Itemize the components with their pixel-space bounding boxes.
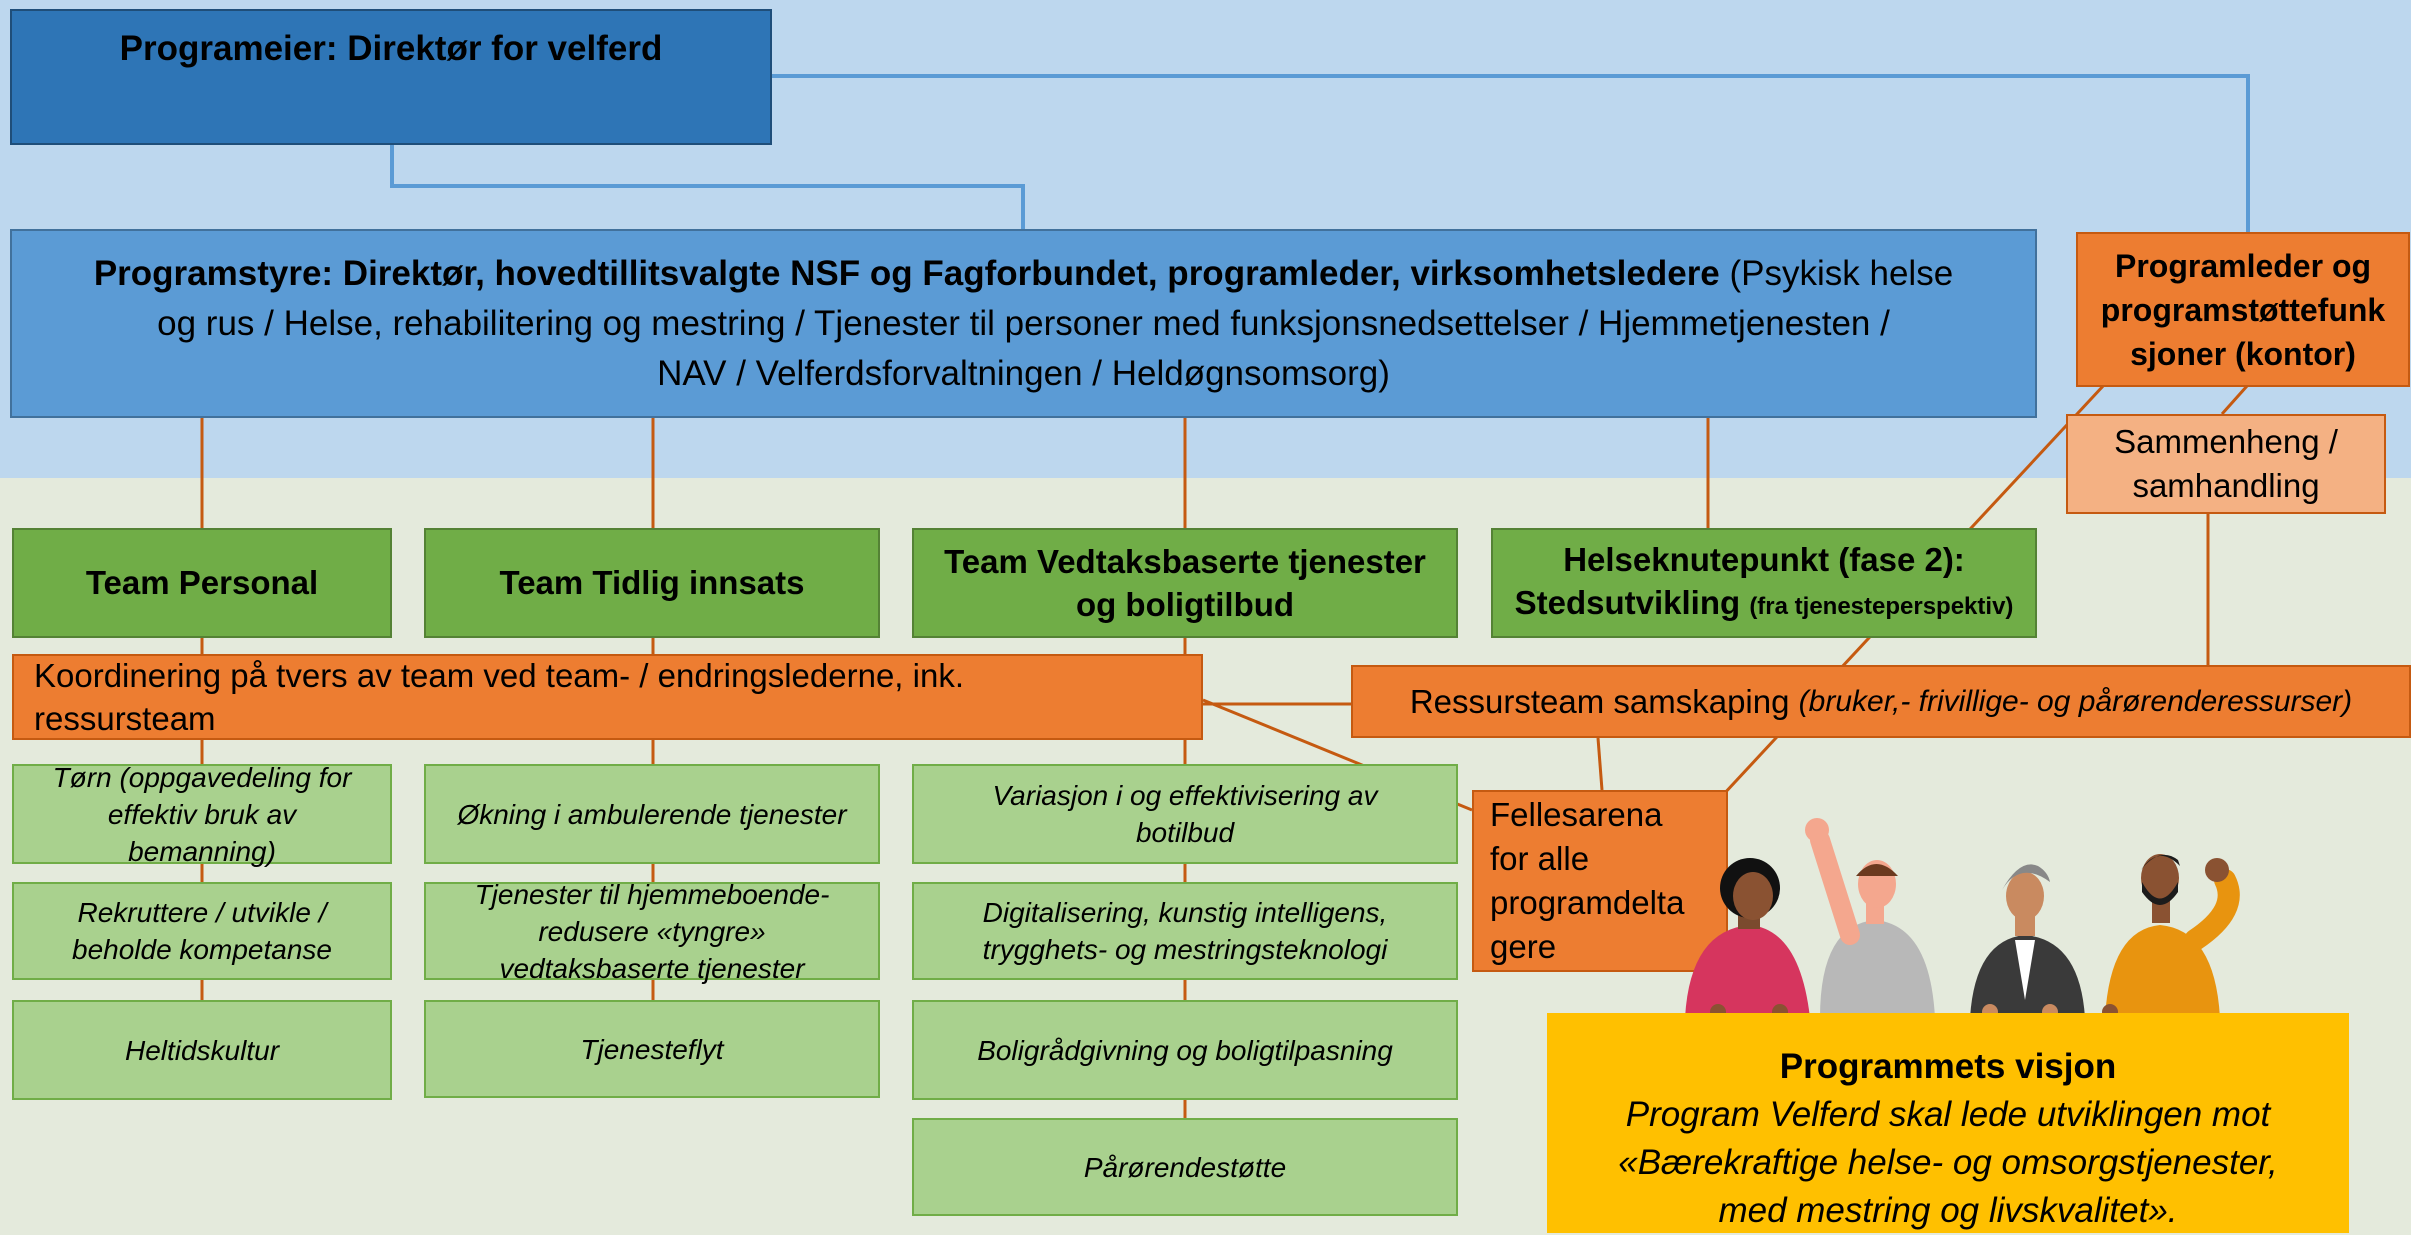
team-hub-small: (fra tjenesteperspektiv) — [1749, 593, 2014, 620]
vision-title: Programmets visjon — [1779, 1047, 2117, 1086]
coordination-box: Koordinering på tvers av team ved team- … — [12, 654, 1203, 740]
team-personal-box: Team Personal — [12, 528, 392, 638]
person-grey-hair-icon — [1970, 864, 2085, 1018]
team-early-label: Team Tidlig innsats — [499, 564, 805, 601]
decision-item-3: Boligrådgivning og boligtilpasning — [912, 1000, 1458, 1100]
team-hub-box: Helseknutepunkt (fase 2): Stedsutvikling… — [1491, 528, 2037, 638]
shared-arena-line1: Fellesarena — [1490, 796, 1663, 833]
early-item-3: Tjenesteflyt — [424, 1000, 880, 1098]
program-manager-line3: sjoner (kontor) — [2130, 335, 2356, 372]
owner-to-manager-connector — [772, 74, 2250, 232]
program-manager-line2: programstøttefunk — [2100, 291, 2386, 328]
early-item-1: Økning i ambulerende tjenester — [424, 764, 880, 864]
decision-item-2-l1: Digitalisering, kunstig intelligens, — [982, 897, 1388, 928]
shared-arena-line3: programdelta — [1490, 884, 1685, 921]
person-raised-fist-icon — [1805, 818, 1935, 1018]
program-board-line1: Programstyre: Direktør, hovedtillitsvalg… — [94, 249, 1953, 299]
vision-line2: «Bærekraftige helse- og omsorgstjenester… — [1618, 1143, 2278, 1182]
program-manager-line1: Programleder og — [2114, 247, 2372, 284]
vision-box: Programmets visjon Program Velferd skal … — [1547, 1013, 2349, 1233]
team-early-box: Team Tidlig innsats — [424, 528, 880, 638]
person-woman-icon — [1685, 858, 1810, 1018]
program-board-box: Programstyre: Direktør, hovedtillitsvalg… — [10, 229, 2037, 418]
team-decision-box: Team Vedtaksbaserte tjenester og boligti… — [912, 528, 1458, 638]
program-board-bold: Programstyre: Direktør, hovedtillitsvalg… — [93, 253, 1720, 293]
decision-item-2: Digitalisering, kunstig intelligens, try… — [912, 882, 1458, 980]
decision-item-2-l2: trygghets- og mestringsteknologi — [982, 934, 1388, 965]
shared-arena-line4: gere — [1490, 928, 1557, 965]
program-manager-box: Programleder og programstøttefunk sjoner… — [2076, 232, 2410, 387]
early-item-2-l1: Tjenester til hjemmeboende- — [474, 878, 830, 910]
decision-item-3-l1: Boligrådgivning og boligtilpasning — [977, 1034, 1393, 1066]
personal-item-1-l3: bemanning) — [128, 835, 276, 867]
team-decision-line2: og boligtilbud — [1075, 586, 1295, 623]
program-owner-box: Programeier: Direktør for velferd — [10, 9, 772, 145]
personal-item-1-l2: effektiv bruk av — [107, 798, 297, 830]
vision-line3: med mestring og livskvalitet». — [1718, 1191, 2178, 1230]
decision-item-4: Pårørendestøtte — [912, 1118, 1458, 1216]
coherence-line2: samhandling — [2132, 467, 2320, 504]
program-owner-label: Programeier: Direktør for velferd — [119, 29, 663, 68]
personal-item-2-l1: Rekruttere / utvikle / — [77, 897, 327, 928]
personal-item-3-l1: Heltidskultur — [124, 1034, 280, 1066]
coordination-line2: ressursteam — [34, 700, 216, 737]
person-beard-icon — [2105, 854, 2240, 1018]
owner-to-board-connector — [390, 145, 1025, 229]
decision-item-1-l2: botilbud — [1135, 817, 1235, 848]
team-hub-line2-main: Stedsutvikling — [1514, 584, 1741, 621]
coherence-box: Sammenheng / samhandling — [2066, 414, 2386, 514]
early-item-2-l2: redusere «tyngre» — [538, 915, 766, 947]
program-board-line1-rest: (Psykisk helse — [1719, 253, 1954, 293]
coherence-line1: Sammenheng / — [2114, 423, 2338, 460]
personal-item-3: Heltidskultur — [12, 1000, 392, 1100]
manager-to-coherence-connector — [2220, 385, 2249, 415]
decision-item-1-l1: Variasjon i og effektivisering av — [992, 780, 1378, 811]
program-board-line2: og rus / Helse, rehabilitering og mestri… — [157, 303, 1890, 343]
people-illustration — [1685, 818, 2240, 1020]
early-item-3-l1: Tjenesteflyt — [580, 1033, 724, 1065]
early-item-2-l3: vedtaksbaserte tjenester — [499, 952, 805, 984]
personal-item-2-l2: beholde kompetanse — [72, 934, 332, 965]
team-hub-line2: Stedsutvikling (fra tjenesteperspektiv) — [1515, 581, 2014, 628]
team-decision-line1: Team Vedtaksbaserte tjenester — [944, 543, 1426, 580]
personal-item-2: Rekruttere / utvikle / beholde kompetans… — [12, 882, 392, 980]
vision-line1: Program Velferd skal lede utviklingen mo… — [1625, 1095, 2271, 1134]
coordination-line1: Koordinering på tvers av team ved team- … — [34, 657, 964, 694]
resource-team-italic: (bruker,- frivillige- og pårørenderessur… — [1798, 684, 2353, 718]
decision-item-4-l1: Pårørendestøtte — [1083, 1151, 1287, 1183]
resource-to-arena-connector — [1596, 737, 1604, 791]
early-item-1-l1: Økning i ambulerende tjenester — [457, 798, 847, 830]
decision-item-1: Variasjon i og effektivisering av botilb… — [912, 764, 1458, 864]
personal-item-1: Tørn (oppgavedeling for effektiv bruk av… — [12, 762, 392, 867]
personal-item-1-l1: Tørn (oppgavedeling for — [52, 761, 352, 793]
program-board-line3: NAV / Velferdsforvaltningen / Heldøgnsom… — [657, 353, 1390, 393]
resource-team-text: Ressursteam samskaping — [1409, 682, 1790, 720]
team-hub-line1: Helseknutepunkt (fase 2): — [1563, 541, 1965, 578]
shared-arena-line2: for alle — [1490, 840, 1590, 877]
resource-team-box: Ressursteam samskaping (bruker,- frivill… — [1351, 665, 2411, 738]
team-personal-label: Team Personal — [85, 564, 319, 601]
early-item-2: Tjenester til hjemmeboende- redusere «ty… — [424, 879, 880, 984]
